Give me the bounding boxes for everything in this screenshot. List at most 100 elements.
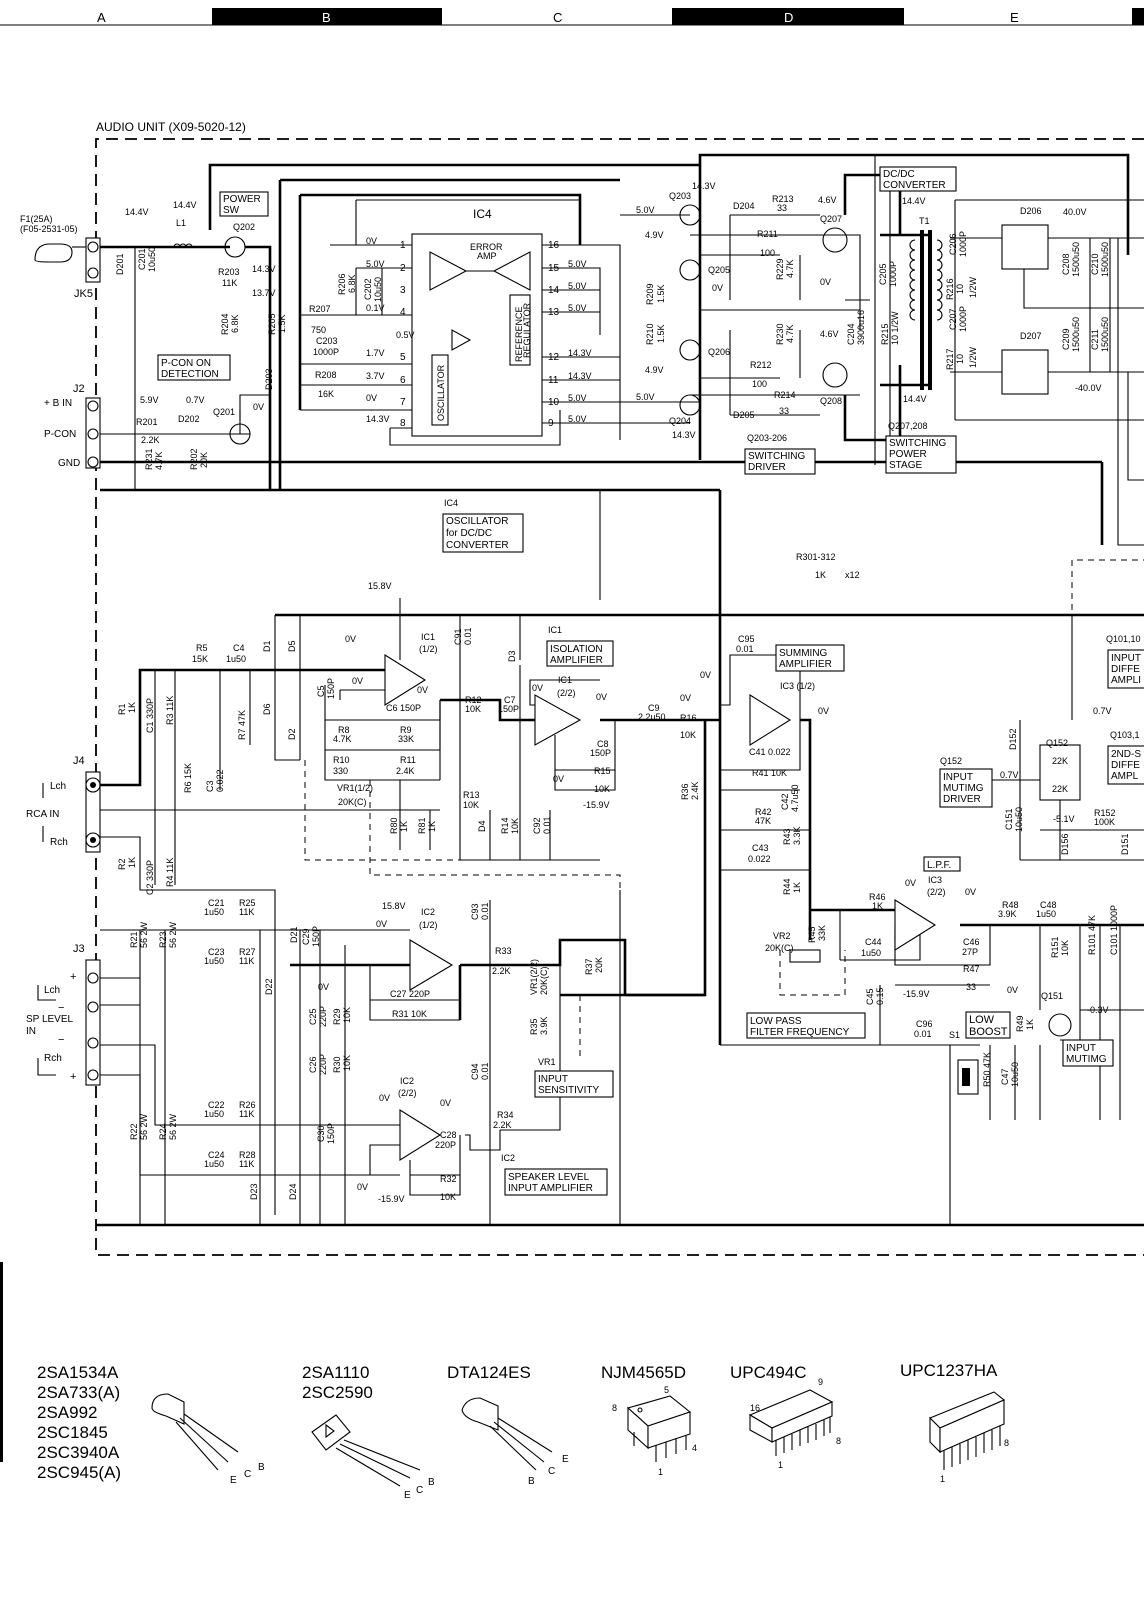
component-label: C46	[963, 937, 980, 947]
legend-sip8-pin-8: 8	[1004, 1438, 1009, 1448]
component-label: Q205	[708, 265, 730, 275]
component-label: 4.7K	[333, 734, 352, 744]
component-label: D151	[1120, 833, 1130, 855]
component-label: 1/2W	[968, 276, 978, 298]
legend-to126-drawing: E C B	[311, 1414, 435, 1501]
component-label: 150P	[590, 748, 611, 758]
ic4-pin-number: 16	[548, 240, 560, 251]
component-label: Q202	[233, 222, 255, 232]
component-label: R216	[945, 278, 955, 300]
component-label: R33	[495, 946, 512, 956]
component-label: 220P	[435, 1140, 456, 1150]
component-label: C28	[440, 1130, 457, 1140]
ic4-pin-number: 10	[548, 397, 560, 408]
component-label: 5.9V	[140, 395, 159, 405]
ic4-pin-voltage: 0V	[366, 393, 377, 403]
power-wiring	[100, 153, 1144, 1045]
legend-dip8-pin-5: 5	[664, 1385, 669, 1395]
component-label: IC2	[400, 1076, 414, 1086]
component-label: R21	[129, 931, 139, 948]
q207-symbol	[822, 227, 848, 253]
component-label: 14.4V	[125, 207, 149, 217]
column-label-b: B	[322, 10, 331, 25]
legend-sip8-pin-1: 1	[940, 1474, 945, 1484]
ic4-pin-voltage: 5.0V	[568, 259, 587, 269]
component-label: 1u50	[1036, 909, 1056, 919]
switching-power-stage-2: POWER	[889, 449, 927, 460]
ic4-pin-number: 8	[400, 418, 406, 429]
component-label: 0.01	[542, 816, 552, 834]
component-label: D3	[507, 650, 517, 662]
d206-symbol	[1001, 224, 1049, 270]
input-diff-amp-3: AMPLI	[1111, 675, 1141, 686]
component-label: 20K	[199, 452, 209, 468]
component-label: C93	[470, 903, 480, 920]
component-label: 14.4V	[903, 394, 927, 404]
component-label: 40.0V	[1063, 207, 1087, 217]
component-label: 1.5K	[277, 314, 287, 333]
component-label: 100	[752, 379, 767, 389]
component-label: C27 220P	[390, 989, 430, 999]
component-label: 2.2u50	[638, 712, 666, 722]
ic4-pin-voltage: 5.0V	[568, 414, 587, 424]
component-label: 0V	[818, 706, 829, 716]
component-label: C45	[865, 988, 875, 1005]
component-label: 0V	[376, 919, 387, 929]
component-label: C30	[316, 1125, 326, 1142]
component-label: VR1(1/2)	[337, 783, 373, 793]
switching-driver-1: SWITCHING	[748, 451, 805, 462]
component-label: -15.9V	[583, 800, 610, 810]
j2-pin-bin: + B IN	[44, 398, 72, 409]
component-label: 1u50	[861, 948, 881, 958]
component-label: R14	[500, 817, 510, 834]
component-label: 10	[955, 284, 965, 294]
component-label: 4.9V	[645, 230, 664, 240]
component-label: 1u50	[226, 654, 246, 664]
j3-plus-2: +	[70, 1071, 76, 1083]
component-label: 2.2K	[492, 966, 511, 976]
component-label: 1u50	[204, 1109, 224, 1119]
component-label: D5	[287, 640, 297, 652]
ic3-1-symbol	[749, 694, 792, 746]
component-label: Q152	[1046, 738, 1068, 748]
component-label: D201	[115, 253, 125, 275]
q201-symbol	[229, 423, 251, 445]
component-label: 11K	[239, 1159, 254, 1169]
component-label: IC1	[421, 632, 435, 642]
component-label: 1.5K	[656, 324, 666, 343]
component-label: R25	[239, 898, 256, 908]
j2-pin-gnd: GND	[58, 458, 80, 469]
component-label: 0V	[440, 1098, 451, 1108]
sp-level-in-1: SP LEVEL	[26, 1014, 74, 1025]
speaker-level-amp-2: INPUT AMPLIFIER	[508, 1183, 593, 1194]
component-label: R5	[196, 643, 208, 653]
component-label: R206	[337, 273, 347, 295]
component-label: 1u50	[204, 907, 224, 917]
summing-amp-2: AMPLIFIER	[779, 659, 832, 670]
audio-wiring	[96, 559, 1144, 1227]
j4-label: J4	[73, 755, 85, 767]
component-label: C203	[316, 336, 338, 346]
component-label: (2/2)	[927, 887, 946, 897]
sp-level-in-2: IN	[26, 1026, 36, 1037]
component-label: C207	[948, 308, 958, 330]
ic4-pin-voltage: 5.0V	[568, 303, 587, 313]
component-label: 1K	[399, 821, 409, 832]
component-label: R204	[220, 313, 230, 335]
legend-part-number: 2SC945(A)	[37, 1463, 121, 1482]
component-label: Q206	[708, 347, 730, 357]
legend-dta-parts: DTA124ES	[447, 1363, 531, 1382]
component-label: R203	[218, 267, 240, 277]
component-label: R41 10K	[752, 768, 787, 778]
page-edge-mark	[0, 1262, 3, 1462]
component-label: R46	[869, 892, 886, 902]
component-label: VR1(2/2)	[529, 959, 539, 995]
ic4-pin-voltage: 5.0V	[568, 281, 587, 291]
component-label: 14.4V	[902, 196, 926, 206]
legend-to92-pin-b: B	[258, 1462, 265, 1473]
component-label: R32	[440, 1174, 457, 1184]
isolation-amp-2: AMPLIFIER	[550, 655, 603, 666]
